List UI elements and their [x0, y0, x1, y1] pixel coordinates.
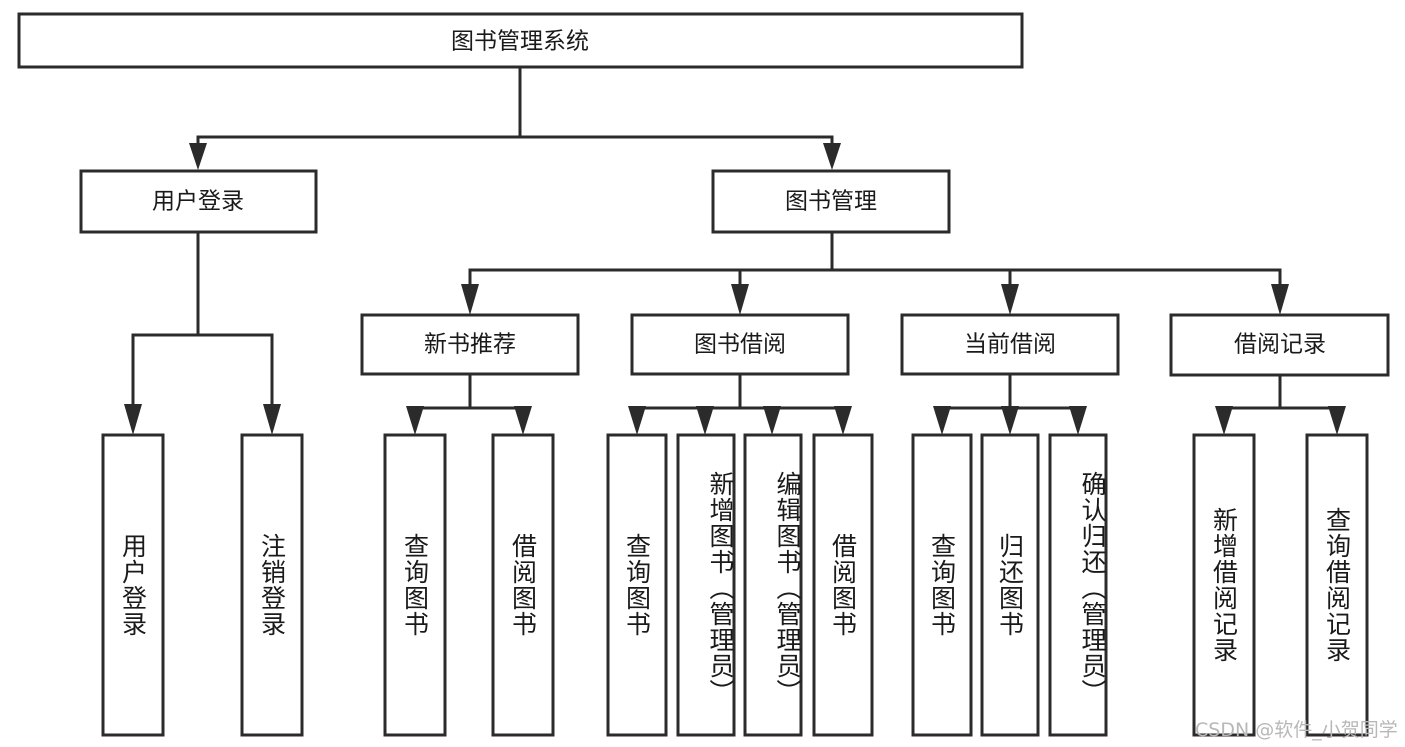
node-leaf-book-borrow-3-box[interactable]: [743, 433, 803, 737]
arrow-borrowrecord-leaf-1: [1215, 406, 1233, 435]
arrow-bookborrow-leaf-4: [834, 406, 852, 435]
node-leaf-current-borrow-3-label: 确认归还（管理员）: [1078, 471, 1107, 705]
node-leaf-current-borrow-3-box[interactable]: [1048, 433, 1108, 737]
arrow-currentborrow-leaf-1: [933, 406, 951, 435]
node-new-book-recommend-label: 新书推荐: [424, 332, 516, 358]
connector-group-new-book: [406, 372, 532, 435]
node-root-label: 图书管理系统: [451, 29, 589, 55]
node-leaf-user-login-2-label: 注销登录: [257, 533, 287, 637]
node-root-box[interactable]: [17, 12, 1024, 69]
node-user-login-box[interactable]: [79, 169, 318, 234]
node-book-borrow-label: 图书借阅: [694, 332, 786, 358]
arrow-login-leaf-2: [263, 404, 281, 435]
connector-group-book-borrow: [628, 372, 852, 435]
arrow-currentborrow-leaf-3: [1069, 406, 1087, 435]
node-user-login-label: 用户登录: [152, 189, 244, 215]
node-user-login[interactable]: 用户登录: [79, 169, 318, 234]
node-book-management-label: 图书管理: [785, 189, 877, 215]
node-book-borrow[interactable]: 图书借阅: [630, 313, 850, 376]
arrow-login-leaf-1: [124, 404, 142, 435]
node-leaf-borrow-record-2-box[interactable]: [1305, 433, 1369, 737]
node-leaf-new-book-1-label: 查询图书: [400, 533, 430, 637]
arrow-bookmgmt-child-4: [1271, 284, 1289, 315]
connector-group-root: [189, 65, 841, 170]
arrow-root-to-login: [189, 143, 207, 170]
node-book-management[interactable]: 图书管理: [711, 169, 951, 234]
arrow-newbook-leaf-2: [514, 406, 532, 435]
node-current-borrow-box[interactable]: [900, 313, 1120, 376]
node-leaf-user-login-1-label: 用户登录: [118, 533, 148, 637]
node-borrow-record-label: 借阅记录: [1234, 332, 1326, 358]
node-book-borrow-box[interactable]: [630, 313, 850, 376]
connector-group-borrow-record: [1215, 373, 1346, 435]
arrow-bookborrow-leaf-2: [696, 406, 714, 435]
node-current-borrow-label: 当前借阅: [964, 332, 1056, 358]
node-leaf-current-borrow-1-box[interactable]: [911, 433, 973, 737]
arrow-bookmgmt-child-3: [1001, 284, 1019, 315]
node-leaf-borrow-record-2-label: 查询借阅记录: [1322, 507, 1352, 663]
node-leaf-book-borrow-4-label: 借阅图书: [828, 533, 858, 637]
node-leaf-book-borrow-1-box[interactable]: [606, 433, 668, 737]
node-leaf-user-login-1-box[interactable]: [101, 433, 165, 737]
node-current-borrow[interactable]: 当前借阅: [900, 313, 1120, 376]
arrow-bookmgmt-child-2: [731, 284, 749, 315]
arrow-bookborrow-leaf-1: [628, 406, 646, 435]
node-leaf-current-borrow-2-box[interactable]: [980, 433, 1040, 737]
connector-group-user-login: [124, 230, 281, 435]
arrow-bookborrow-leaf-3: [763, 406, 781, 435]
csdn-watermark: CSDN @软件_小贺同学: [1195, 719, 1398, 741]
arrow-root-to-bookmgmt: [823, 143, 841, 170]
node-leaf-new-book-2-label: 借阅图书: [508, 533, 538, 637]
node-leaf-new-book-2-box[interactable]: [491, 433, 555, 737]
node-leaf-user-login-2-box[interactable]: [240, 433, 304, 737]
node-root[interactable]: 图书管理系统: [17, 12, 1024, 69]
node-leaf-book-borrow-2-box[interactable]: [676, 433, 736, 737]
node-new-book-recommend-box[interactable]: [360, 313, 580, 376]
arrow-borrowrecord-leaf-2: [1328, 406, 1346, 435]
connector-group-current-borrow: [933, 372, 1087, 435]
arrow-currentborrow-leaf-2: [1001, 406, 1019, 435]
node-leaf-book-borrow-4-box[interactable]: [812, 433, 874, 737]
arrow-newbook-leaf-1: [406, 406, 424, 435]
node-book-management-box[interactable]: [711, 169, 951, 234]
node-borrow-record-box[interactable]: [1169, 313, 1390, 377]
node-leaf-new-book-1-box[interactable]: [383, 433, 447, 737]
node-new-book-recommend[interactable]: 新书推荐: [360, 313, 580, 376]
connector-group-book-management: [461, 230, 1289, 315]
node-leaf-current-borrow-1-label: 查询图书: [927, 533, 957, 637]
node-leaf-borrow-record-1-box[interactable]: [1192, 433, 1256, 737]
node-leaf-book-borrow-2-label: 新增图书（管理员）: [706, 471, 735, 705]
node-borrow-record[interactable]: 借阅记录: [1169, 313, 1390, 377]
arrow-bookmgmt-child-1: [461, 284, 479, 315]
node-leaf-book-borrow-1-label: 查询图书: [622, 533, 652, 637]
node-leaf-borrow-record-1-label: 新增借阅记录: [1209, 507, 1239, 663]
node-leaf-book-borrow-3-label: 编辑图书（管理员）: [773, 471, 802, 705]
node-leaf-current-borrow-2-label: 归还图书: [995, 533, 1025, 637]
